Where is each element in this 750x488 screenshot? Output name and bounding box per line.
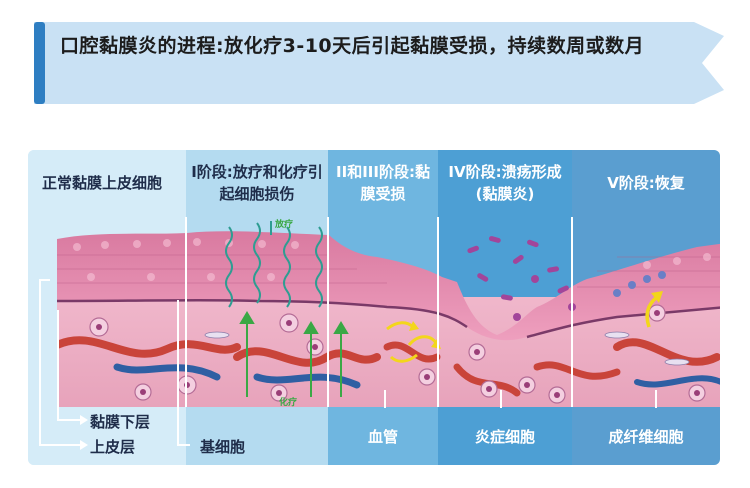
blood-vessel-label: 血管 [367,428,398,446]
fibroblasts-label: 成纤维细胞 [608,428,684,446]
basal-cells-label: 基细胞 [200,438,246,456]
title-banner: 口腔黏膜炎的进程:放化疗3-10天后引起黏膜受损，持续数周或数月 [34,22,724,104]
banner-title: 口腔黏膜炎的进程:放化疗3-10天后引起黏膜受损，持续数周或数月 [60,35,645,57]
ribbon-shape [34,22,724,104]
banner-accent-bar [34,22,45,104]
stage-header-normal: 正常黏膜上皮细胞 [42,174,163,192]
stage-header-2-3: II和III阶段:黏膜受损 [336,163,430,203]
stage-header-4: IV阶段:溃疡形成(黏膜炎) [448,163,562,203]
chemotherapy-tag: 化疗 [279,396,297,407]
mucositis-stage-diagram: 正常黏膜上皮细胞 I阶段:放疗和化疗引起细胞损伤 II和III阶段:黏膜受损 I… [28,150,720,465]
radiotherapy-tag: 放疗 [274,218,293,230]
inflammatory-cells-label: 炎症细胞 [474,428,535,446]
submucosa-label: 黏膜下层 [90,413,151,431]
stage-header-1: I阶段:放疗和化疗引起细胞损伤 [191,163,323,203]
tissue-cross-section: 放疗 化疗 [57,217,720,407]
callout-lines [39,279,657,450]
stage-header-5: V阶段:恢复 [607,174,685,192]
epithelium-label: 上皮层 [90,438,136,456]
